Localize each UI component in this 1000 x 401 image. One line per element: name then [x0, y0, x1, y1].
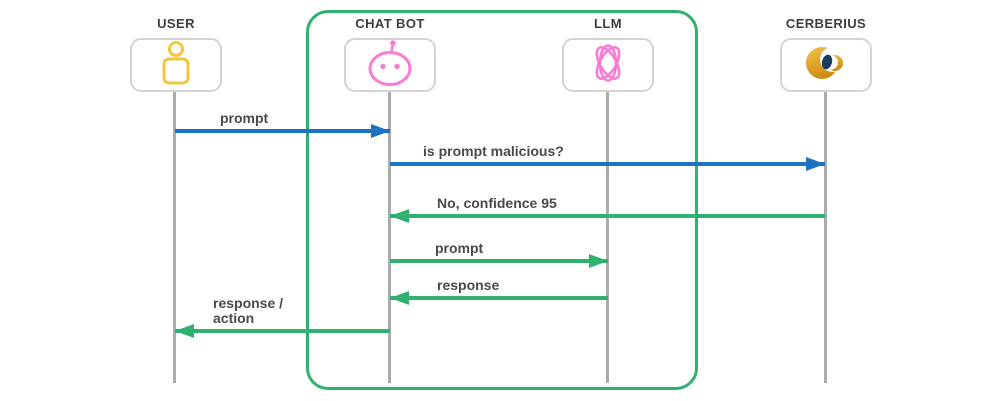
actor-cerberius-box — [780, 38, 872, 92]
arrowhead-right-icon — [806, 157, 825, 171]
lifeline-cerberius — [824, 92, 827, 383]
arrowhead-right-icon — [589, 254, 608, 268]
actor-user: USER — [130, 15, 222, 92]
message-label: is prompt malicious? — [423, 143, 564, 159]
lifeline-user — [173, 92, 176, 383]
message-response-llm-to-chatbot: response — [390, 277, 608, 305]
message-prompt-chatbot-to-llm: prompt — [390, 240, 608, 268]
message-arrow — [390, 157, 825, 171]
actor-user-label: USER — [157, 16, 195, 31]
message-arrow — [390, 254, 608, 268]
robot-icon — [365, 39, 415, 91]
actor-chatbot-label: CHAT BOT — [355, 16, 425, 31]
message-label: response / action — [213, 295, 284, 326]
arrowhead-left-icon — [390, 209, 409, 223]
actor-chatbot: CHAT BOT — [344, 15, 436, 92]
actor-cerberius-label: CERBERIUS — [785, 16, 867, 31]
arrowhead-right-icon — [371, 124, 390, 138]
actor-llm-label: LLM — [594, 16, 622, 31]
message-label: prompt — [220, 110, 269, 126]
person-icon — [156, 40, 196, 91]
trust-boundary-box — [306, 10, 698, 390]
message-prompt-user-to-chatbot: prompt — [175, 110, 390, 138]
actor-chatbot-box — [344, 38, 436, 92]
message-arrow — [390, 291, 608, 305]
actor-user-box — [130, 38, 222, 92]
arrowhead-left-icon — [175, 324, 194, 338]
message-arrow — [175, 324, 390, 338]
actor-llm: LLM — [562, 15, 654, 92]
atom-icon — [585, 40, 631, 91]
message-label: No, confidence 95 — [437, 195, 557, 211]
message-label: response — [437, 277, 500, 293]
message-arrow — [175, 124, 390, 138]
actor-llm-box — [562, 38, 654, 92]
arrowhead-left-icon — [390, 291, 409, 305]
lifeline-llm — [606, 92, 609, 383]
cerberius-eye-icon — [804, 41, 848, 90]
message-no-confidence-95: No, confidence 95 — [390, 195, 825, 223]
message-response-action: response / action — [175, 295, 390, 338]
lifeline-chatbot — [388, 92, 391, 383]
message-arrow — [390, 209, 825, 223]
message-label: prompt — [435, 240, 484, 256]
message-is-prompt-malicious: is prompt malicious? — [390, 143, 825, 171]
actor-cerberius: CERBERIUS — [780, 15, 872, 92]
